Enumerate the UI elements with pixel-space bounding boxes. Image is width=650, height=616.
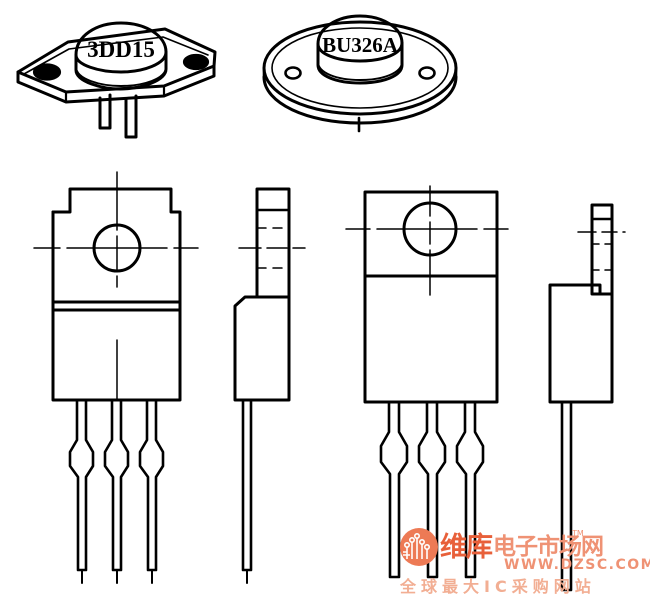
package-to220-side-view xyxy=(233,187,306,584)
package-to218-leads xyxy=(379,400,485,579)
package-to3-3dd15 xyxy=(16,21,217,139)
package-label-3dd15: 3DD15 xyxy=(87,37,155,62)
package-to218-side-view xyxy=(548,203,626,592)
package-label-bu326a: BU326A xyxy=(322,33,399,57)
package-to220-leads xyxy=(68,398,165,584)
package-to3-bu326a xyxy=(262,14,458,133)
package-to220-front-view xyxy=(33,171,199,402)
package-to218-front-view xyxy=(345,185,513,404)
